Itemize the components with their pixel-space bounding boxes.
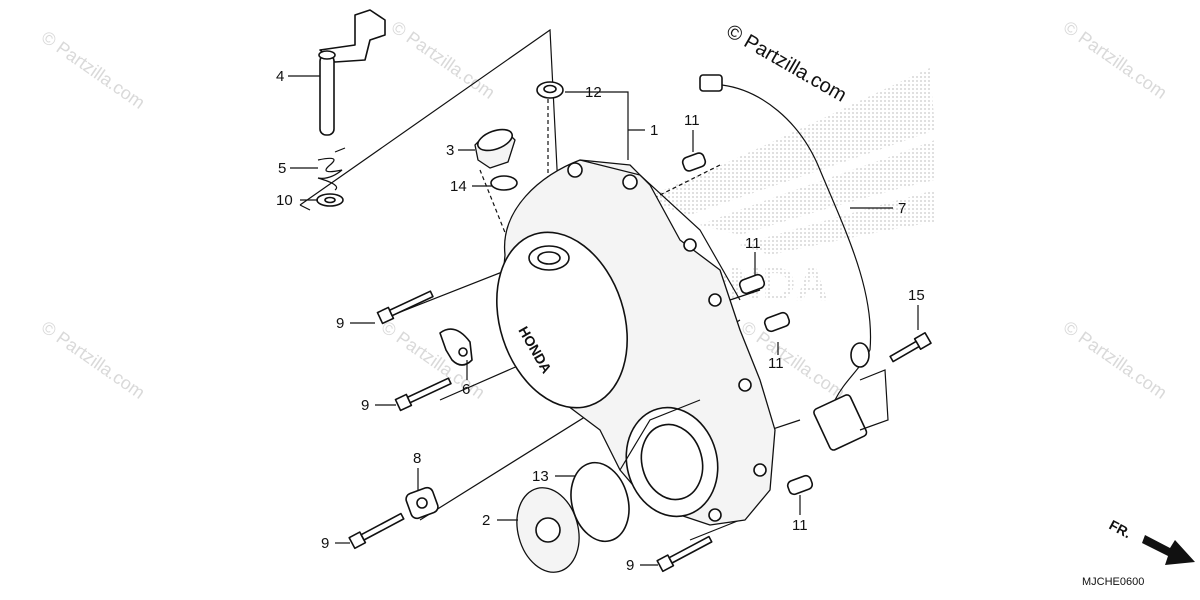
callout-1: 1 <box>650 122 658 139</box>
front-direction-indicator: FR. <box>1107 517 1195 565</box>
direction-label: FR. <box>1107 517 1134 542</box>
assembly-guide-lines <box>299 28 561 229</box>
watermark: © Partzilla.com <box>1060 17 1171 103</box>
callout-11: 11 <box>792 517 808 534</box>
cable-clamp-hole <box>458 347 468 357</box>
callout-6: 6 <box>462 381 470 398</box>
callout-13: 13 <box>532 468 549 485</box>
copyright-text: © Partzilla.com <box>723 20 851 106</box>
oil-seal-hole <box>543 84 557 94</box>
spring <box>317 147 346 191</box>
watermark: © Partzilla.com <box>388 17 499 103</box>
leader-lines <box>288 75 919 566</box>
callout-8: 8 <box>413 450 421 467</box>
callout-11: 11 <box>768 355 784 372</box>
pivot-arm <box>318 9 386 136</box>
callout-2: 2 <box>482 512 490 529</box>
o-ring-small <box>490 175 518 191</box>
callout-9: 9 <box>321 535 329 552</box>
callout-3: 3 <box>446 142 454 159</box>
callout-5: 5 <box>278 160 286 177</box>
grommet <box>405 486 439 520</box>
washer-hole <box>324 196 336 204</box>
switch-wire-assembly <box>699 74 889 451</box>
oil-filler-cap <box>474 128 516 169</box>
o-ring-large <box>570 461 630 543</box>
callouts: 4 5 10 3 14 12 1 11 11 11 11 7 15 9 9 9 … <box>276 68 925 574</box>
callout-10: 10 <box>276 192 293 209</box>
watermark: © Partzilla.com <box>38 27 149 113</box>
callout-12: 12 <box>585 84 602 101</box>
diagram-code: MJCHE0600 <box>1082 576 1144 588</box>
callout-9: 9 <box>336 315 344 332</box>
front-arrow-icon <box>1142 535 1195 565</box>
crankcase-cover: HONDA <box>496 159 776 526</box>
callout-4: 4 <box>276 68 284 85</box>
callout-9: 9 <box>361 397 369 414</box>
callout-7: 7 <box>898 200 906 217</box>
bolts <box>348 290 932 573</box>
timing-hole-plug <box>516 487 580 573</box>
callout-9: 9 <box>626 557 634 574</box>
watermark: © Partzilla.com <box>1060 317 1171 403</box>
callout-11: 11 <box>684 112 700 129</box>
dowel-pins <box>681 152 814 496</box>
callout-11: 11 <box>745 235 761 252</box>
watermark: © Partzilla.com <box>38 317 149 403</box>
callout-15: 15 <box>908 287 925 304</box>
callout-14: 14 <box>450 178 467 195</box>
